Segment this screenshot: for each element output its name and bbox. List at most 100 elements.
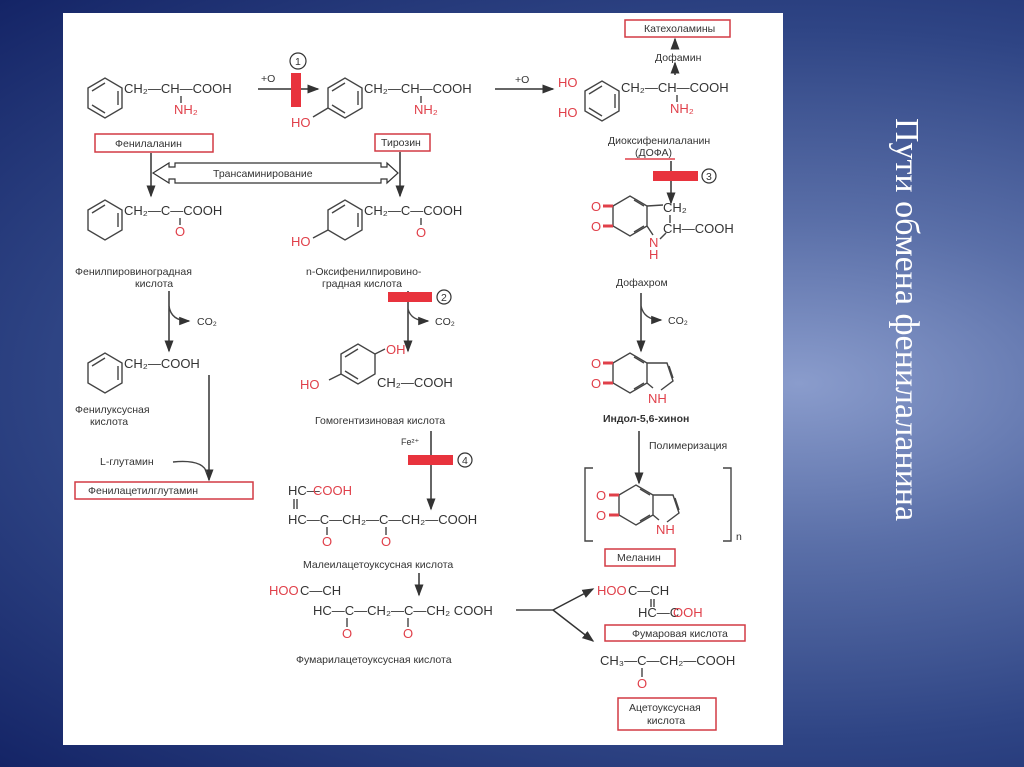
slide-title: Пути обмена фенилаланина (888, 118, 925, 522)
svg-text:CO₂: CO₂ (668, 315, 688, 327)
svg-text:HO: HO (558, 75, 578, 90)
svg-text:O: O (596, 488, 606, 503)
to-acetoacetic-arrow (552, 609, 595, 642)
fumarylacetoacetic-label: Фумарилацетоуксусная кислота (296, 654, 452, 666)
dopa-label-line2: (ДОФА) (635, 147, 672, 159)
hydroxyphenylpyruvic-label-line1: n-Оксифенилпировино- (306, 266, 422, 278)
svg-text:NH: NH (648, 391, 667, 406)
l-glutamine-label: L-глутамин (100, 456, 154, 468)
svg-text:HC—C—CH₂—C—CH₂ COOH: HC—C—CH₂—C—CH₂ COOH (313, 603, 493, 618)
benzene-ring (87, 77, 123, 119)
fumarylacetoacetic-structure: HOO C—CH HC—C—CH₂—C—CH₂ COOH O O (269, 583, 493, 641)
svg-text:NH₂: NH₂ (670, 101, 694, 116)
svg-text:O: O (596, 508, 606, 523)
tyrosine-structure: HO CH₂—CH—COOH NH₂ (291, 77, 472, 130)
hydroxyphenylpyruvic-structure: HO CH₂—C—COOH O (291, 199, 462, 249)
fumaric-acid-box (604, 624, 746, 642)
melanin-box (604, 548, 676, 567)
svg-text:HOO: HOO (269, 583, 299, 598)
tyrosine-label: Тирозин (381, 137, 421, 149)
enzyme-block-2 (388, 292, 432, 302)
acetoacetic-label-line1: Ацетоуксусная (629, 702, 701, 714)
phenylpyruvic-label-line2: кислота (135, 278, 173, 290)
svg-text:O: O (322, 534, 332, 549)
polymerization-label: Полимеризация (649, 440, 727, 452)
svg-text:HC—: HC— (288, 483, 320, 498)
svg-text:HC—C—CH₂—C—CH₂—COOH: HC—C—CH₂—C—CH₂—COOH (288, 512, 477, 527)
phenylacetic-label-line1: Фенилуксусная (75, 404, 150, 416)
svg-text:OH: OH (386, 342, 406, 357)
amino-group: NH₂ (174, 102, 198, 117)
acetoacetic-acid-box (617, 697, 717, 731)
svg-text:COOH: COOH (313, 483, 352, 498)
svg-text:O: O (175, 224, 185, 239)
svg-text:O: O (591, 376, 601, 391)
phenylacetic-structure: CH₂—COOH (87, 352, 200, 394)
phenylpyruvic-structure: CH₂—C—COOH O (87, 199, 222, 241)
tyrosine-label-box (374, 133, 431, 152)
transamination-double-arrow (151, 161, 399, 185)
svg-text:H: H (649, 247, 658, 262)
svg-text:CH₂: CH₂ (663, 200, 687, 215)
svg-text:OOH: OOH (673, 605, 703, 620)
melanin-structure: O O NH n (584, 467, 742, 543)
svg-text:C—CH: C—CH (300, 583, 341, 598)
svg-text:O: O (381, 534, 391, 549)
phenylalanine-chain: CH₂—CH—COOH (124, 81, 232, 96)
phenylalanine-label: Фенилаланин (115, 138, 182, 150)
indole-quinone-structure: O O NH (591, 352, 674, 406)
svg-text:O: O (342, 626, 352, 641)
phenylalanine-structure: CH₂—CH—COOH NH₂ (87, 77, 232, 119)
maleylacetoacetic-label: Малеилацетоуксусная кислота (303, 559, 453, 571)
dopa-structure: HO HO CH₂—CH—COOH NH₂ (558, 75, 729, 122)
svg-text:O: O (637, 676, 647, 691)
svg-text:O: O (591, 219, 601, 234)
svg-text:CH₂—COOH: CH₂—COOH (377, 375, 453, 390)
enzyme-number-1 (289, 52, 307, 70)
catecholamines-box (624, 19, 731, 38)
enzyme-block-3 (653, 171, 698, 181)
phenylacetylglutamine-box (74, 481, 254, 500)
transamination-label: Трансаминирование (213, 168, 313, 180)
acetoacetic-label-line2: кислота (647, 715, 685, 727)
dopamine-label: Дофамин (655, 52, 702, 64)
svg-text:CO₂: CO₂ (435, 316, 455, 328)
svg-text:4: 4 (462, 455, 468, 467)
tyrosine-hydroxy: HO (291, 115, 311, 130)
phenylacetic-label-line2: кислота (90, 416, 128, 428)
svg-text:2: 2 (441, 292, 447, 304)
svg-text:CH₂—CH—COOH: CH₂—CH—COOH (621, 80, 729, 95)
tyrosine-amino: NH₂ (414, 102, 438, 117)
svg-text:HO: HO (291, 234, 311, 249)
melanin-label: Меланин (617, 552, 661, 564)
fumaric-acid-label: Фумаровая кислота (632, 628, 728, 640)
svg-text:CO₂: CO₂ (197, 316, 217, 328)
svg-text:CH₂—COOH: CH₂—COOH (124, 356, 200, 371)
svg-text:C—CH: C—CH (628, 583, 669, 598)
tyrosine-chain: CH₂—CH—COOH (364, 81, 472, 96)
svg-text:n: n (736, 531, 742, 543)
phenylpyruvic-label-line1: Фенилпировиноградная (75, 266, 192, 278)
dopa-label-line1: Диоксифенилаланин (608, 135, 710, 147)
acetoacetic-structure: CH₃—C—CH₂—COOH O (600, 653, 735, 691)
svg-text:HOO: HOO (597, 583, 627, 598)
hydroxyphenylpyruvic-label-line2: градная кислота (322, 278, 402, 290)
indole-quinone-label: Индол-5,6-хинон (603, 413, 689, 425)
svg-text:3: 3 (706, 171, 712, 183)
dopachrome-label: Дофахром (616, 277, 668, 289)
svg-text:CH₂—C—COOH: CH₂—C—COOH (364, 203, 462, 218)
svg-text:O: O (416, 225, 426, 240)
svg-text:CH₃—C—CH₂—COOH: CH₃—C—CH₂—COOH (600, 653, 735, 668)
phenylalanine-metabolism-diagram: CH₂—CH—COOH NH₂ +O 1 Фенилаланин HO CH₂—… (74, 19, 746, 731)
svg-text:O: O (591, 199, 601, 214)
svg-text:NH: NH (656, 522, 675, 537)
diagram-panel: CH₂—CH—COOH NH₂ +O 1 Фенилаланин HO CH₂—… (63, 13, 783, 745)
svg-text:N: N (649, 235, 658, 250)
maleylacetoacetic-structure: HC— COOH HC—C—CH₂—C—CH₂—COOH O O (288, 483, 477, 549)
enzyme-block-1 (291, 73, 301, 107)
svg-text:HO: HO (558, 105, 578, 120)
enzyme-block-4 (408, 455, 453, 465)
phenylalanine-label-box (94, 133, 214, 153)
oxidation-label-1: +O (261, 73, 275, 85)
catecholamines-label: Катехоламины (644, 23, 715, 35)
